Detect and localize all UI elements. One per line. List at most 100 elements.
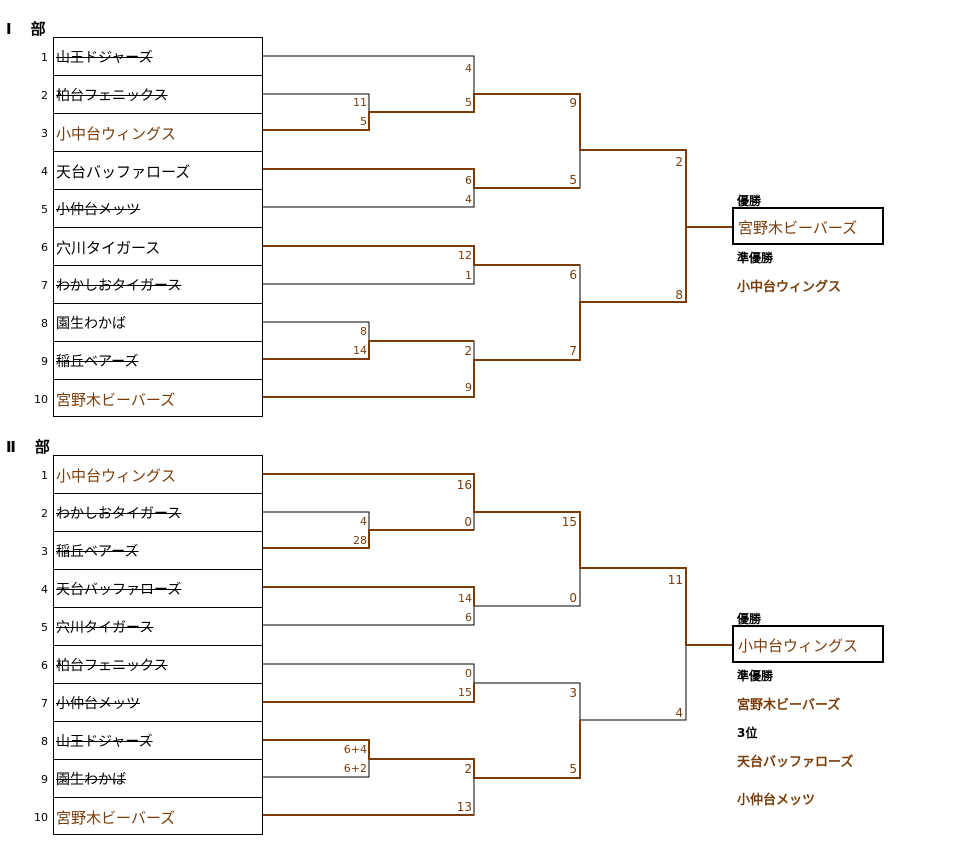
team-row: 宮野木ビーバーズ xyxy=(54,798,262,836)
team-row: 柏台フェニックス xyxy=(54,646,262,684)
score-label: 12 xyxy=(458,249,472,262)
champion-name: 宮野木ビーバーズ xyxy=(738,219,858,237)
team-name: 小中台ウィングス xyxy=(56,467,177,485)
seed-number: 4 xyxy=(41,583,48,596)
score-label: 8 xyxy=(360,325,367,338)
score-label: 9 xyxy=(569,96,577,110)
score-label: 11 xyxy=(353,96,367,109)
team-row: 小仲台メッツ xyxy=(54,684,262,722)
seed-number: 4 xyxy=(41,165,48,178)
score-label: 11 xyxy=(667,573,683,587)
team-row: 柏台フェニックス xyxy=(54,76,262,114)
team-row: 小仲台メッツ xyxy=(54,190,262,228)
score-label: 4 xyxy=(465,62,472,75)
division-1: Ⅰ 部 1 2 3 4 5 6 7 8 9 10 山王ドジャーズ 柏台フェニック… xyxy=(0,20,955,440)
team-list: 小中台ウィングス わかしおタイガース 稲丘ベアーズ 天台バッファローズ 穴川タイ… xyxy=(53,455,263,835)
seed-number: 1 xyxy=(41,51,48,64)
team-name: 天台バッファローズ xyxy=(56,163,191,181)
seed-number: 6 xyxy=(41,241,48,254)
runner-up-name: 小中台ウィングス xyxy=(737,280,842,295)
team-name: 穴川タイガース xyxy=(56,239,161,257)
team-name: 稲丘ベアーズ xyxy=(56,544,139,560)
runner-up-name: 宮野木ビーバーズ xyxy=(737,698,841,713)
third-place-label: 3位 xyxy=(737,726,758,740)
team-row: 稲丘ベアーズ xyxy=(54,342,262,380)
division-title: Ⅰ 部 xyxy=(6,20,48,38)
score-label: 28 xyxy=(353,534,367,547)
team-name: わかしおタイガース xyxy=(56,278,182,294)
score-label: 0 xyxy=(569,591,577,605)
score-label: 4 xyxy=(465,193,472,206)
team-row: 小中台ウィングス xyxy=(54,456,262,494)
team-row: 稲丘ベアーズ xyxy=(54,532,262,570)
score-label: 4 xyxy=(675,706,683,720)
seed-number: 10 xyxy=(34,811,48,824)
score-label: 14 xyxy=(353,344,367,357)
champion-name: 小中台ウィングス xyxy=(738,637,859,655)
score-label: 15 xyxy=(561,515,577,529)
team-row: わかしおタイガース xyxy=(54,266,262,304)
score-label: 6+4 xyxy=(343,743,367,756)
score-label: 5 xyxy=(569,762,577,776)
seed-number: 1 xyxy=(41,469,48,482)
score-label: 4 xyxy=(360,515,367,528)
seed-number: 3 xyxy=(41,127,48,140)
runner-up-label: 準優勝 xyxy=(737,251,774,265)
score-label: 0 xyxy=(465,667,472,680)
champion-box: 宮野木ビーバーズ xyxy=(732,207,884,245)
score-label: 2 xyxy=(464,344,472,358)
score-label: 2 xyxy=(675,155,683,169)
team-name: 天台バッファローズ xyxy=(56,582,182,598)
team-name: 山王ドジャーズ xyxy=(56,734,153,750)
seed-number: 5 xyxy=(41,203,48,216)
winner-label: 優勝 xyxy=(737,612,762,626)
score-label: 6+2 xyxy=(343,762,367,775)
team-name: わかしおタイガース xyxy=(56,506,182,522)
seed-number: 7 xyxy=(41,697,48,710)
team-name: 小仲台メッツ xyxy=(56,202,140,218)
score-label: 9 xyxy=(465,381,472,394)
seed-number: 6 xyxy=(41,659,48,672)
team-row: 穴川タイガース xyxy=(54,608,262,646)
third-place-name: 天台バッファローズ xyxy=(737,755,854,770)
score-label: 6 xyxy=(465,611,472,624)
score-label: 5 xyxy=(360,115,367,128)
score-label: 5 xyxy=(569,173,577,187)
team-row: 山王ドジャーズ xyxy=(54,38,262,76)
division-2: Ⅱ 部 1 2 3 4 5 6 7 8 9 10 小中台ウィングス わかしおタイ… xyxy=(0,438,955,858)
team-name: 山王ドジャーズ xyxy=(56,50,153,66)
team-row: 天台バッファローズ xyxy=(54,570,262,608)
team-name: 柏台フェニックス xyxy=(56,88,168,104)
team-name: 宮野木ビーバーズ xyxy=(56,391,176,409)
score-label: 14 xyxy=(458,592,472,605)
score-label: 6 xyxy=(465,174,472,187)
team-list: 山王ドジャーズ 柏台フェニックス 小中台ウィングス 天台バッファローズ 小仲台メ… xyxy=(53,37,263,417)
team-name: 小仲台メッツ xyxy=(56,696,140,712)
division-title: Ⅱ 部 xyxy=(6,438,52,456)
team-row: 宮野木ビーバーズ xyxy=(54,380,262,418)
team-name: 稲丘ベアーズ xyxy=(56,354,139,370)
team-row: 園生わかば xyxy=(54,304,262,342)
seed-number: 5 xyxy=(41,621,48,634)
score-label: 15 xyxy=(458,686,472,699)
team-row: わかしおタイガース xyxy=(54,494,262,532)
team-row: 園生わかば xyxy=(54,760,262,798)
seed-number: 7 xyxy=(41,279,48,292)
team-name: 園生わかば xyxy=(56,316,126,332)
score-label: 5 xyxy=(465,96,472,109)
runner-up-label: 準優勝 xyxy=(737,669,774,683)
score-label: 0 xyxy=(464,515,472,529)
score-label: 6 xyxy=(569,268,577,282)
team-row: 穴川タイガース xyxy=(54,228,262,266)
winner-label: 優勝 xyxy=(737,194,762,208)
team-name: 小中台ウィングス xyxy=(56,125,177,143)
seed-number: 9 xyxy=(41,773,48,786)
third-place-name: 小仲台メッツ xyxy=(737,793,816,808)
bracket-lines xyxy=(263,473,732,816)
seed-number: 2 xyxy=(41,89,48,102)
score-label: 3 xyxy=(569,686,577,700)
score-label: 13 xyxy=(456,800,472,814)
score-label: 7 xyxy=(569,344,577,358)
seed-number: 2 xyxy=(41,507,48,520)
score-label: 2 xyxy=(464,762,472,776)
